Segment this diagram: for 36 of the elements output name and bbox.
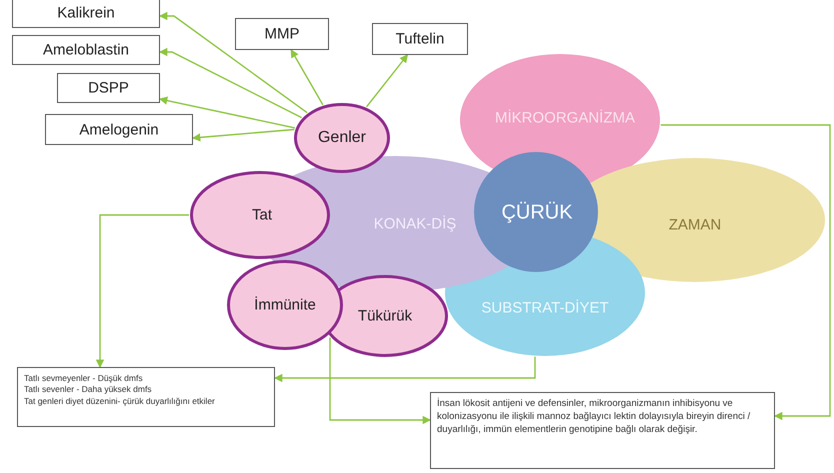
gene-label: Amelogenin [79, 121, 159, 138]
note-text: Tat genleri diyet düzenini- çürük duyarlılığını etkiler [24, 396, 216, 408]
factor-label: ZAMAN [668, 216, 722, 234]
gene-box [12, 0, 160, 28]
gene-label: DSPP [88, 80, 129, 96]
arrow [158, 96, 296, 129]
factor-label: MİKROORGANİZMA [495, 110, 635, 126]
note-box [17, 367, 275, 427]
note-text: İnsan lökosit antijeni ve defensinler, mikroorganizmanın inhibisyonu ve kolonizasyonu ile ilişkili mannoz bağlayıcı lektin dolayısıyla bireyin direnci / duyarlılığı, immün elementlerin genotipine bağlı olarak değişir. [437, 398, 752, 436]
arrow [366, 54, 408, 108]
note-text: Tatlı sevmeyenler - Düşük dmfs [24, 373, 144, 384]
gene-box [235, 18, 329, 50]
gene-label: Ameloblastin [43, 42, 129, 58]
factor-label: ÇÜRÜK [501, 202, 573, 224]
gene-box [45, 114, 193, 145]
gene-label: Kalikrein [57, 4, 115, 22]
note-text: Tatlı sevenler - Daha yüksek dmfs [24, 384, 153, 396]
arrow [192, 128, 294, 142]
factor-label: Genler [318, 129, 366, 147]
factor-label: Tat [252, 206, 272, 224]
arrow [329, 337, 432, 424]
gene-label: Tuftelin [396, 30, 444, 48]
arrow [96, 214, 189, 368]
factor-label: Tükürük [358, 308, 412, 324]
arrow [158, 48, 302, 118]
factor-label: SUBSTRAT-DİYET [481, 300, 609, 316]
arrow [158, 12, 308, 114]
gene-label: MMP [264, 26, 300, 42]
gene-box [12, 35, 160, 65]
gene-box [372, 23, 468, 55]
gene-box [57, 73, 160, 103]
arrow [274, 356, 536, 382]
note-box [430, 392, 775, 469]
arrow [290, 49, 324, 106]
arrow [660, 124, 831, 420]
factor-label: İmmünite [254, 296, 316, 314]
